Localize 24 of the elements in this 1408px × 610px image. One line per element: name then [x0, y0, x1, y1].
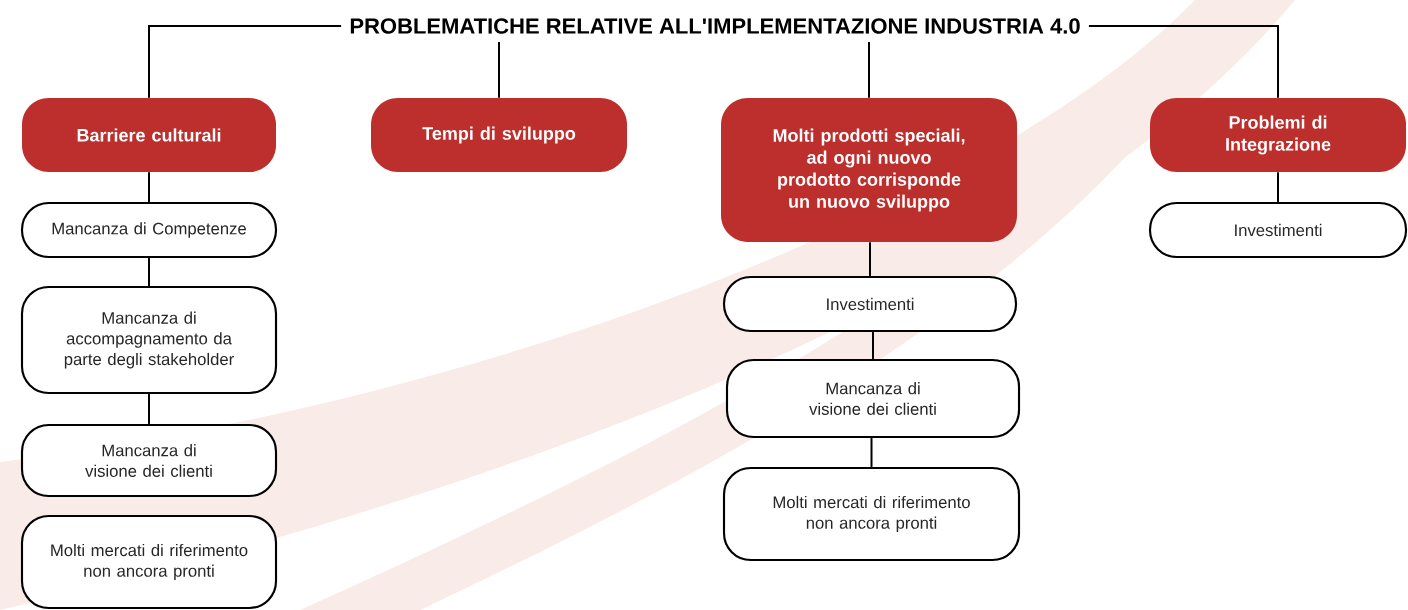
connector-line [870, 437, 873, 468]
connector-line [872, 331, 874, 360]
connector-line [148, 171, 150, 203]
item-box: Mancanza di accompagnamento da parte degli stakeholder [20, 285, 278, 395]
heading-title: PROBLEMATICHE RELATIVE ALL'IMPLEMENTAZIONE INDUSTRIA 4.0 [350, 18, 1080, 34]
item-box: Mancanza di visione dei clienti [20, 423, 278, 498]
item-box: Mancanza di visione dei clienti [725, 358, 1021, 439]
connector-line [148, 393, 150, 425]
item-box: Mancanza di Competenze [20, 201, 278, 259]
connector-line [148, 257, 150, 287]
category-box: Problemi di Integrazione [1150, 98, 1406, 172]
connector-line [1087, 25, 1279, 99]
connector-line [148, 25, 343, 99]
connector-line [868, 41, 870, 99]
connector-line [869, 241, 871, 277]
category-box: Tempi di sviluppo [371, 98, 627, 172]
item-box: Investimenti [722, 275, 1018, 333]
connector-line [498, 41, 500, 99]
item-box: Molti mercati di riferimento non ancora pronti [722, 466, 1021, 562]
category-box: Molti prodotti speciali, ad ogni nuovo prodotto corrisponde un nuovo sviluppo [721, 98, 1017, 242]
category-box: Barriere culturali [22, 98, 276, 172]
item-box: Investimenti [1148, 201, 1408, 259]
item-box: Molti mercati di riferimento non ancora pronti [20, 514, 278, 610]
connector-line [1277, 171, 1279, 203]
